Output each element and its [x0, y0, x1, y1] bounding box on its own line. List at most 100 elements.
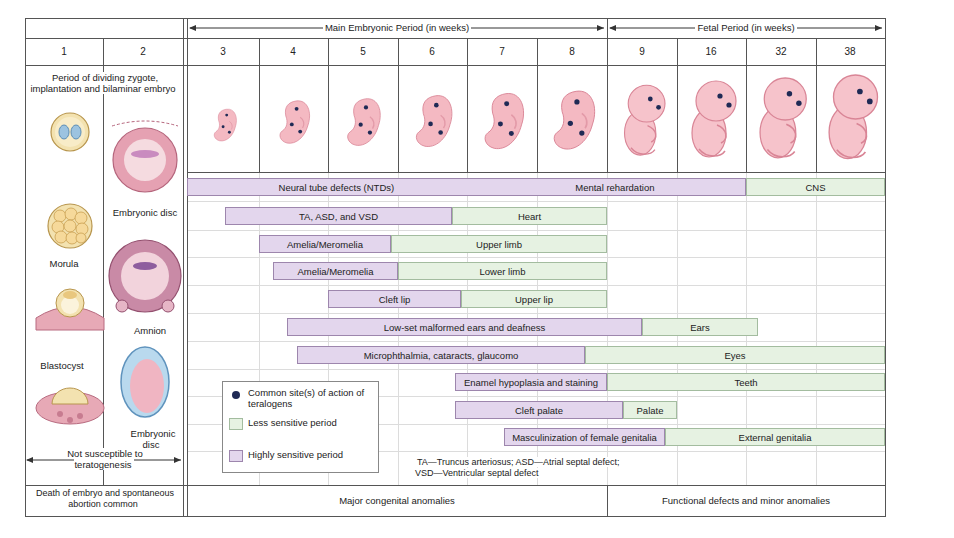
label-slot: 4	[273, 46, 313, 58]
high-sensitivity-bar: Amelia/Meromelia	[273, 262, 398, 280]
art-shape	[259, 38, 260, 172]
art-shape	[485, 93, 524, 148]
art-shape	[64, 220, 76, 232]
low-sensitivity-bar: Heart	[452, 207, 607, 225]
legend-swatch	[229, 450, 243, 462]
label-slot: 16	[691, 46, 731, 58]
art-shape	[121, 252, 169, 300]
bar-text: Heart	[518, 211, 541, 222]
high-sensitivity-bar: Low-set malformed ears and deafness	[287, 318, 642, 336]
week-number: 7	[497, 46, 507, 57]
art-shape	[348, 99, 381, 146]
art-shape	[52, 388, 88, 404]
art-shape	[692, 81, 736, 157]
bar-text: Amelia/Meromelia	[297, 266, 373, 277]
label-slot: 38	[830, 46, 870, 58]
amnion-figure	[121, 347, 169, 417]
bar-text: Upper limb	[476, 239, 522, 250]
art-shape	[71, 125, 81, 139]
label-text: Death of embryo and spontaneous abortion…	[34, 488, 174, 509]
art-shape	[130, 359, 164, 413]
art-shape	[328, 38, 329, 172]
label-slot: Not susceptible to teratogenesis	[56, 448, 152, 471]
label-slot: 7	[482, 46, 522, 58]
label-slot: Fetal Period (in weeks)	[656, 22, 836, 33]
label-slot: Blastocyst	[26, 360, 98, 371]
bar-text: Teeth	[734, 377, 757, 388]
art-shape	[25, 18, 885, 19]
implanting-blastocyst-figure	[36, 388, 104, 424]
art-shape	[760, 78, 806, 158]
label-slot: Morula	[29, 258, 99, 269]
week-number: 5	[358, 46, 368, 57]
art-shape	[746, 38, 747, 172]
art-shape	[116, 300, 128, 312]
bar-text: Ears	[690, 322, 710, 333]
low-sensitivity-bar: Eyes	[585, 346, 885, 364]
label-slot: Death of embryo and spontaneous abortion…	[29, 488, 179, 510]
art-shape	[133, 262, 157, 270]
low-sensitivity-bar: Upper lip	[461, 290, 607, 308]
week-number: 32	[773, 46, 788, 57]
low-sensitivity-bar: CNS	[746, 178, 885, 196]
bar-text: Cleft palate	[515, 405, 563, 416]
high-sensitivity-bar: Masculinization of female genitalia	[504, 428, 665, 446]
art-shape	[677, 38, 678, 172]
high-sensitivity-bar: Neural tube defects (NTDs)Mental reharda…	[187, 178, 746, 196]
art-shape	[131, 150, 159, 158]
art-shape	[214, 109, 236, 141]
art-shape	[398, 38, 399, 172]
label-slot: 5	[343, 46, 383, 58]
label-slot: TA—Truncus arteriosus; ASD—Atrial septal…	[415, 457, 640, 479]
low-sensitivity-bar: Palate	[623, 401, 677, 419]
art-shape	[75, 212, 87, 224]
label-text: Embryonic disc	[111, 207, 179, 218]
low-sensitivity-bar: Teeth	[607, 373, 885, 391]
embryo-figures	[214, 75, 877, 159]
high-sensitivity-bar: Cleft palate	[455, 401, 623, 419]
low-sensitivity-bar: Upper limb	[391, 235, 607, 253]
bar-text: Lower limb	[480, 266, 526, 277]
bar-text: Upper lip	[515, 294, 553, 305]
label-text: TA—Truncus arteriosus; ASD—Atrial septal…	[415, 457, 620, 478]
grid-faint	[187, 172, 885, 485]
art-shape	[187, 18, 188, 517]
art-shape	[59, 125, 69, 139]
label-text: Blastocyst	[38, 360, 85, 371]
label-text: Functional defects and minor anomalies	[660, 495, 832, 506]
art-shape	[162, 300, 174, 312]
art-shape	[48, 204, 92, 248]
bar-text: Cleft lip	[379, 294, 411, 305]
bar-text: Mental rehardation	[575, 182, 654, 193]
week-number: 2	[138, 46, 148, 57]
art-shape	[112, 121, 178, 126]
legend-text: Common site(s) of action of teralogens	[248, 387, 374, 410]
high-sensitivity-bar: Microphthalmia, cataracts, glaucomo	[297, 346, 585, 364]
art-shape	[54, 210, 66, 222]
blastocyst-figure	[36, 289, 104, 330]
label-text: Amnion	[132, 325, 168, 336]
week-number: 1	[59, 46, 69, 57]
table-frame	[25, 18, 886, 517]
art-shape	[280, 101, 310, 143]
art-shape	[63, 291, 77, 299]
label-slot: 32	[761, 46, 801, 58]
art-shape	[816, 38, 817, 172]
art-shape	[113, 128, 177, 192]
week-number: 6	[427, 46, 437, 57]
label-slot: 9	[622, 46, 662, 58]
art-shape	[25, 38, 885, 39]
bar-text: Masculinization of female genitalia	[512, 432, 657, 443]
art-shape	[416, 96, 452, 147]
bar-text: Microphthalmia, cataracts, glaucomo	[364, 350, 519, 361]
art-shape	[885, 18, 886, 517]
bar-text: Amelia/Meromelia	[287, 239, 363, 250]
bar-text: CNS	[805, 182, 825, 193]
art-shape	[537, 38, 538, 172]
art-shape	[25, 18, 26, 517]
art-shape	[829, 75, 877, 159]
label-slot: Main Embryonic Period (in weeks)	[267, 22, 527, 33]
art-shape	[55, 117, 85, 147]
label-text: Major congenital anomalies	[337, 495, 457, 506]
